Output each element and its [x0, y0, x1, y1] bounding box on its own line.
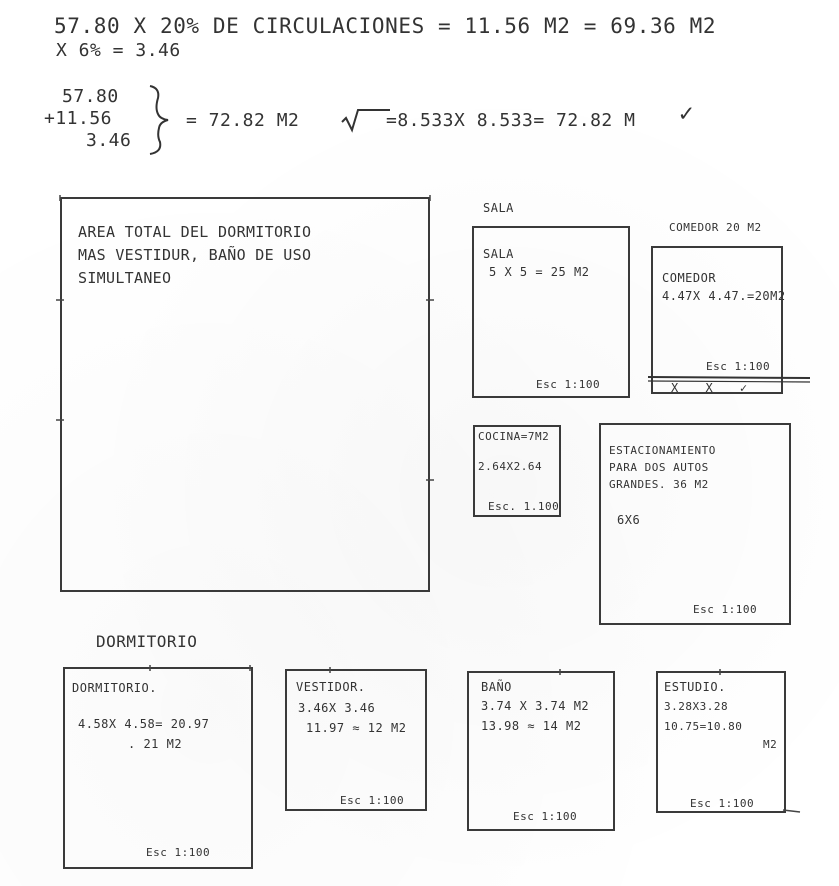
- vestidor-line-1: 3.46X 3.46: [298, 701, 376, 715]
- comedor-label: COMEDOR: [662, 271, 717, 285]
- bano-line-2: 13.98 ≈ 14 M2: [481, 719, 582, 733]
- square-root-icon: [341, 109, 390, 133]
- bedroom-total-line-3: SIMULTANEO: [78, 269, 172, 287]
- cocina-scale: Esc. 1.100: [488, 500, 560, 513]
- sala-box: [472, 226, 630, 398]
- check-mark-icon: ✓: [679, 99, 694, 127]
- comedor-marks: X X ✓: [671, 381, 758, 395]
- bano-line-1: 3.74 X 3.74 M2: [481, 699, 590, 713]
- bedroom-total-line-1: AREA TOTAL DEL DORMITORIO: [78, 223, 312, 241]
- sala-label: SALA: [483, 247, 514, 261]
- calc-line-1: 57.80 X 20% DE CIRCULACIONES = 11.56 M2 …: [54, 14, 717, 38]
- bedroom-total-line-2: MAS VESTIDUR, BAÑO DE USO: [78, 246, 312, 264]
- vestidor-label: VESTIDOR.: [296, 680, 366, 694]
- bano-label: BAÑO: [481, 680, 512, 694]
- calc-line-2: X 6% = 3.46: [56, 40, 181, 61]
- cocina-label: COCINA=7M2: [478, 430, 550, 443]
- dormitorio-heading: DORMITORIO: [96, 632, 198, 651]
- estudio-line-3: M2: [763, 738, 778, 751]
- estudio-line-2: 10.75=10.80: [664, 720, 743, 733]
- sala-scale: Esc 1:100: [536, 378, 601, 391]
- calc-sum-c: 3.46: [86, 130, 132, 151]
- dormitorio-label: DORMITORIO.: [72, 681, 157, 695]
- comedor-heading: COMEDOR 20 M2: [669, 221, 762, 234]
- estudio-scale: Esc 1:100: [690, 797, 755, 810]
- estacionamiento-line-2: PARA DOS AUTOS: [609, 461, 709, 474]
- comedor-box: [651, 246, 783, 394]
- bano-box: [467, 671, 615, 831]
- calc-root-result: =8.533X 8.533= 72.82 M: [386, 110, 636, 131]
- estacionamiento-scale: Esc 1:100: [693, 603, 758, 616]
- calc-sum-a: 57.80: [62, 86, 119, 107]
- estacionamiento-box: [599, 423, 791, 625]
- cocina-box: [473, 425, 561, 517]
- curly-brace-icon: [149, 85, 169, 155]
- bedroom-total-box: [60, 197, 430, 592]
- bano-scale: Esc 1:100: [513, 810, 578, 823]
- vestidor-scale: Esc 1:100: [340, 794, 405, 807]
- estudio-box: [656, 671, 786, 813]
- comedor-dims: 4.47X 4.47.=20M2: [662, 289, 786, 303]
- dormitorio-line-1: 4.58X 4.58= 20.97: [78, 717, 210, 731]
- estacionamiento-line-3: GRANDES. 36 M2: [609, 478, 709, 491]
- estudio-label: ESTUDIO.: [664, 680, 726, 694]
- estacionamiento-dims: 6X6: [617, 513, 641, 527]
- sala-dims: 5 X 5 = 25 M2: [489, 265, 590, 279]
- calc-sum-b: +11.56: [44, 108, 113, 129]
- dormitorio-scale: Esc 1:100: [146, 846, 211, 859]
- estudio-line-1: 3.28X3.28: [664, 700, 729, 713]
- comedor-scale: Esc 1:100: [706, 360, 771, 373]
- sala-heading: SALA: [483, 201, 514, 215]
- cocina-dims: 2.64X2.64: [478, 460, 543, 473]
- calc-result: = 72.82 M2: [186, 110, 300, 131]
- vestidor-box: [285, 669, 427, 811]
- dormitorio-line-2: . 21 M2: [128, 737, 183, 751]
- vestidor-line-2: 11.97 ≈ 12 M2: [306, 721, 407, 735]
- dormitorio-box: [63, 667, 253, 869]
- estacionamiento-line-1: ESTACIONAMIENTO: [609, 444, 716, 457]
